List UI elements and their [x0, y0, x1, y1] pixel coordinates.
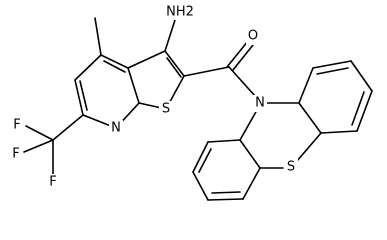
- bond-low-2: [207, 139, 241, 143]
- bond-up-6: [320, 130, 358, 134]
- atom-pyridine-nitrogen: N: [109, 120, 123, 137]
- oxygen-label: O: [248, 29, 258, 44]
- bond-amine: [164, 19, 176, 52]
- bond-low-7: [239, 139, 261, 169]
- bond-up-7: [298, 102, 322, 134]
- bond-pyr-double-1: [103, 60, 126, 73]
- bond-cf3: [52, 114, 84, 141]
- fluorine-2-label: F: [12, 147, 19, 162]
- bond-carbonyl-n: [228, 66, 257, 98]
- bond-carbonyl-o2: [232, 44, 254, 71]
- bond-up-3: [312, 60, 352, 69]
- bond-s-up: [296, 132, 322, 162]
- atom-amine: NH2: [165, 3, 195, 20]
- bond-methyl: [94, 17, 102, 56]
- bond-cf-1: [25, 125, 54, 141]
- bond-low-3: [192, 141, 209, 173]
- atom-phenothiazine-sulfur: S: [284, 159, 298, 176]
- bond-carbonyl-c: [183, 66, 230, 77]
- bond-up-2: [298, 67, 314, 104]
- bond-thio-2: [164, 50, 185, 77]
- bond-low-5: [207, 198, 244, 201]
- pyridine-nitrogen-label: N: [111, 121, 121, 136]
- bond-up-4: [350, 60, 373, 92]
- bond-thio-1: [127, 50, 166, 69]
- bond-pyr-2: [127, 67, 140, 104]
- bond-lines: [23, 17, 373, 201]
- amine-label: NH2: [166, 5, 194, 20]
- bond-up-5: [356, 90, 373, 132]
- atom-carbonyl-oxygen: O: [246, 28, 260, 45]
- bond-low-4: [192, 171, 209, 201]
- bond-low-6: [242, 167, 261, 200]
- atom-fluorine-1: F: [10, 117, 24, 134]
- atom-fluorine-3: F: [46, 174, 60, 191]
- phenothiazine-sulfur-label: S: [287, 160, 295, 175]
- bond-cf-2: [23, 139, 54, 153]
- thiophene-sulfur-label: S: [162, 102, 170, 117]
- bond-up-double-2: [351, 91, 365, 126]
- molecule-diagram: NH2 O N S N S F F F: [9, 3, 373, 201]
- atom-thiophene-sulfur: S: [159, 101, 173, 118]
- phenothiazine-nitrogen-label: N: [255, 96, 265, 111]
- bond-up-double-1: [316, 67, 349, 75]
- bond-pyr-6: [74, 54, 102, 81]
- bond-pyr-5: [74, 79, 84, 116]
- fluorine-3-label: F: [49, 175, 56, 190]
- molecule-drawing: NH2 O N S N S F F F: [9, 3, 373, 201]
- bond-low-1: [239, 109, 258, 141]
- atom-fluorine-2: F: [9, 146, 23, 163]
- bond-pyr-double-2: [79, 80, 88, 111]
- fluorine-1-label: F: [13, 118, 20, 133]
- bond-carbonyl-o1: [226, 40, 249, 68]
- bond-pyr-1: [100, 54, 129, 69]
- bond-thio-double: [166, 57, 182, 78]
- atom-phenothiazine-nitrogen: N: [253, 95, 267, 112]
- bond-low-double-1: [198, 148, 212, 173]
- bond-low-double-2: [211, 191, 241, 194]
